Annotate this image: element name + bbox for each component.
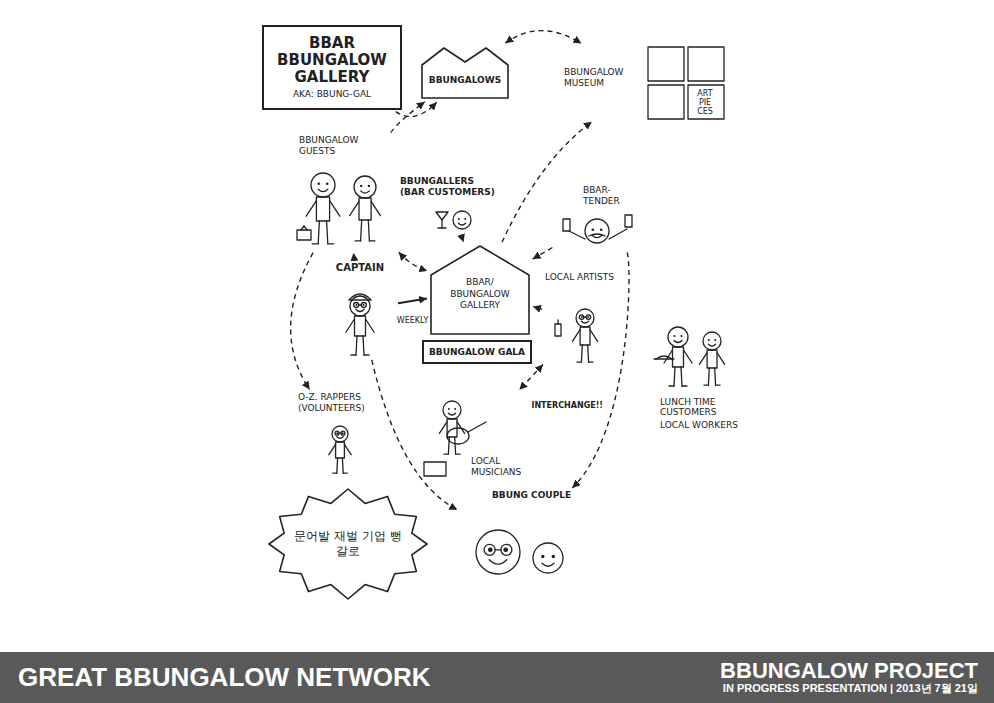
node-label: BBUNGALLERS (BAR CUSTOMERS) bbox=[400, 176, 498, 198]
node-label: BBUNGALOW MUSEUM bbox=[564, 67, 640, 89]
dashed-arrow bbox=[399, 252, 427, 271]
twin-house-outline bbox=[420, 45, 510, 100]
dashed-arrow bbox=[572, 253, 629, 488]
project-name: BBUNGALOW PROJECT bbox=[720, 659, 978, 682]
musicians-group: LOCAL MUSICIANS bbox=[420, 392, 531, 482]
bartender-group: BBAR- TENDER bbox=[555, 185, 652, 250]
dashed-arrow bbox=[372, 360, 458, 510]
node-label: 문어발 재벌 기업 뻥갈로 bbox=[292, 529, 404, 559]
node-label: BBUNGALOW GUESTS bbox=[299, 135, 395, 157]
gala-banner: BBUNGALOW GALA bbox=[422, 340, 532, 364]
edge-label-holder: INTERCHANGE!! bbox=[529, 393, 605, 412]
node-label: CAPTAIN bbox=[336, 262, 384, 274]
edge-label: INTERCHANGE!! bbox=[529, 401, 605, 410]
houses-shape: BBUNGALOWS bbox=[420, 45, 510, 100]
footer-title: GREAT BBUNGALOW NETWORK bbox=[18, 662, 431, 693]
title-box: BBAR BBUNGALOW GALLERY AKA: BBUNG-GAL bbox=[262, 25, 402, 110]
dashed-arrow bbox=[461, 235, 464, 242]
node-label: BBUNGALOWS bbox=[429, 75, 501, 86]
dashed-arrow bbox=[291, 253, 313, 390]
node-label: BBAR BBUNGALOW GALLERY bbox=[271, 35, 393, 87]
rappers-group: O-Z. RAPPERS (VOLUNTEERS) bbox=[298, 392, 381, 477]
captain-group: CAPTAIN bbox=[325, 262, 395, 357]
artist-figure bbox=[545, 272, 617, 372]
artists-group: LOCAL ARTISTS bbox=[545, 272, 620, 372]
node-label: BBAR- TENDER bbox=[583, 185, 649, 207]
dashed-arrow bbox=[533, 307, 542, 310]
museum-group: BBUNGALOW MUSEUM ART PIE CES bbox=[560, 45, 730, 120]
bar-customers-group: BBUNGALLERS (BAR CUSTOMERS) bbox=[400, 176, 501, 232]
node-label: LOCAL MUSICIANS bbox=[471, 456, 531, 478]
dashed-arrow bbox=[502, 122, 592, 243]
node-label: LOCAL ARTISTS bbox=[545, 272, 617, 283]
edge-label-holder: WEEKLY bbox=[395, 308, 431, 327]
node-sublabel: LOCAL WORKERS bbox=[660, 420, 746, 431]
dashed-arrow bbox=[391, 102, 425, 133]
lunch-group: LUNCH TIME CUSTOMERSLOCAL WORKERS bbox=[648, 315, 749, 433]
node-sublabel: ART PIE CES bbox=[692, 89, 718, 117]
node-label: BBAR/ BBUNGALOW GALLERY bbox=[440, 277, 520, 312]
node-label: O-Z. RAPPERS (VOLUNTEERS) bbox=[298, 392, 378, 414]
node-sublabel: AKA: BBUNG-GAL bbox=[293, 89, 371, 100]
presentation-date: IN PROGRESS PRESENTATION | 2013년 7월 21일 bbox=[723, 682, 978, 695]
footer-right: BBUNGALOW PROJECTIN PROGRESS PRESENTATIO… bbox=[720, 659, 978, 695]
solid-arrow bbox=[398, 299, 427, 304]
captain-figure bbox=[325, 262, 395, 357]
house-node: BBAR/ BBUNGALOW GALLERY bbox=[430, 245, 530, 335]
dashed-arrow bbox=[533, 248, 553, 260]
footer-band: GREAT BBUNGALOW NETWORK BBUNGALOW PROJECT… bbox=[0, 652, 994, 703]
dashed-arrow bbox=[505, 31, 581, 44]
node-label: LUNCH TIME CUSTOMERS bbox=[660, 397, 746, 419]
dashed-arrow bbox=[519, 365, 543, 390]
starburst-node: 문어발 재벌 기업 뻥갈로 bbox=[268, 488, 428, 600]
couple-group: BBUNG COUPLE bbox=[460, 490, 575, 592]
couple-faces bbox=[460, 490, 575, 592]
edge-label: WEEKLY bbox=[395, 316, 431, 325]
node-label: BBUNGALOW GALA bbox=[429, 347, 525, 358]
dashed-arrow bbox=[353, 253, 355, 259]
guests-group: BBUNGALOW GUESTS bbox=[295, 135, 398, 250]
node-label: BBUNG COUPLE bbox=[492, 490, 571, 501]
